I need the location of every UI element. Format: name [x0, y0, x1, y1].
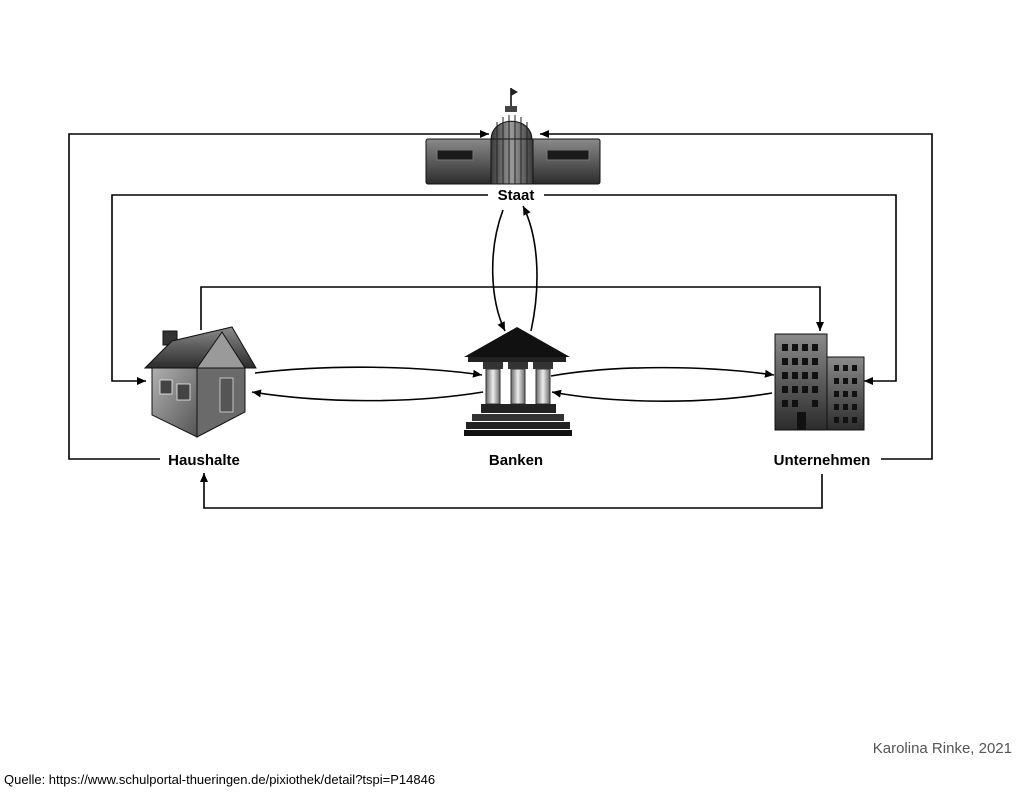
label-banken: Banken [489, 452, 543, 469]
label-staat: Staat [498, 187, 535, 204]
government-building-icon [425, 88, 601, 185]
office-building-icon [774, 333, 865, 431]
arrow-haushalte-to-staat [68, 130, 489, 460]
arrow-unternehmen-to-banken [551, 389, 773, 402]
label-unternehmen: Unternehmen [774, 452, 871, 469]
arrow-haushalte-to-unternehmen [200, 286, 824, 331]
arrow-banken-to-staat [522, 205, 538, 332]
arrow-staat-to-banken [491, 209, 506, 332]
arrow-unternehmen-to-haushalte [200, 473, 823, 509]
author-credit: Karolina Rinke, 2021 [872, 740, 1012, 757]
house-icon [143, 326, 257, 438]
bank-icon [464, 327, 572, 436]
arrow-banken-to-haushalte [251, 389, 484, 402]
arrow-banken-to-unternehmen [550, 366, 775, 378]
flow-arrows [68, 130, 933, 509]
arrow-staat-to-unternehmen [544, 194, 897, 385]
arrow-haushalte-to-banken [254, 366, 483, 378]
label-haushalte: Haushalte [168, 452, 240, 469]
arrow-staat-to-haushalte [111, 194, 488, 385]
arrow-unternehmen-to-staat [540, 130, 933, 460]
source-note: Quelle: https://www.schulportal-thuering… [4, 772, 436, 787]
